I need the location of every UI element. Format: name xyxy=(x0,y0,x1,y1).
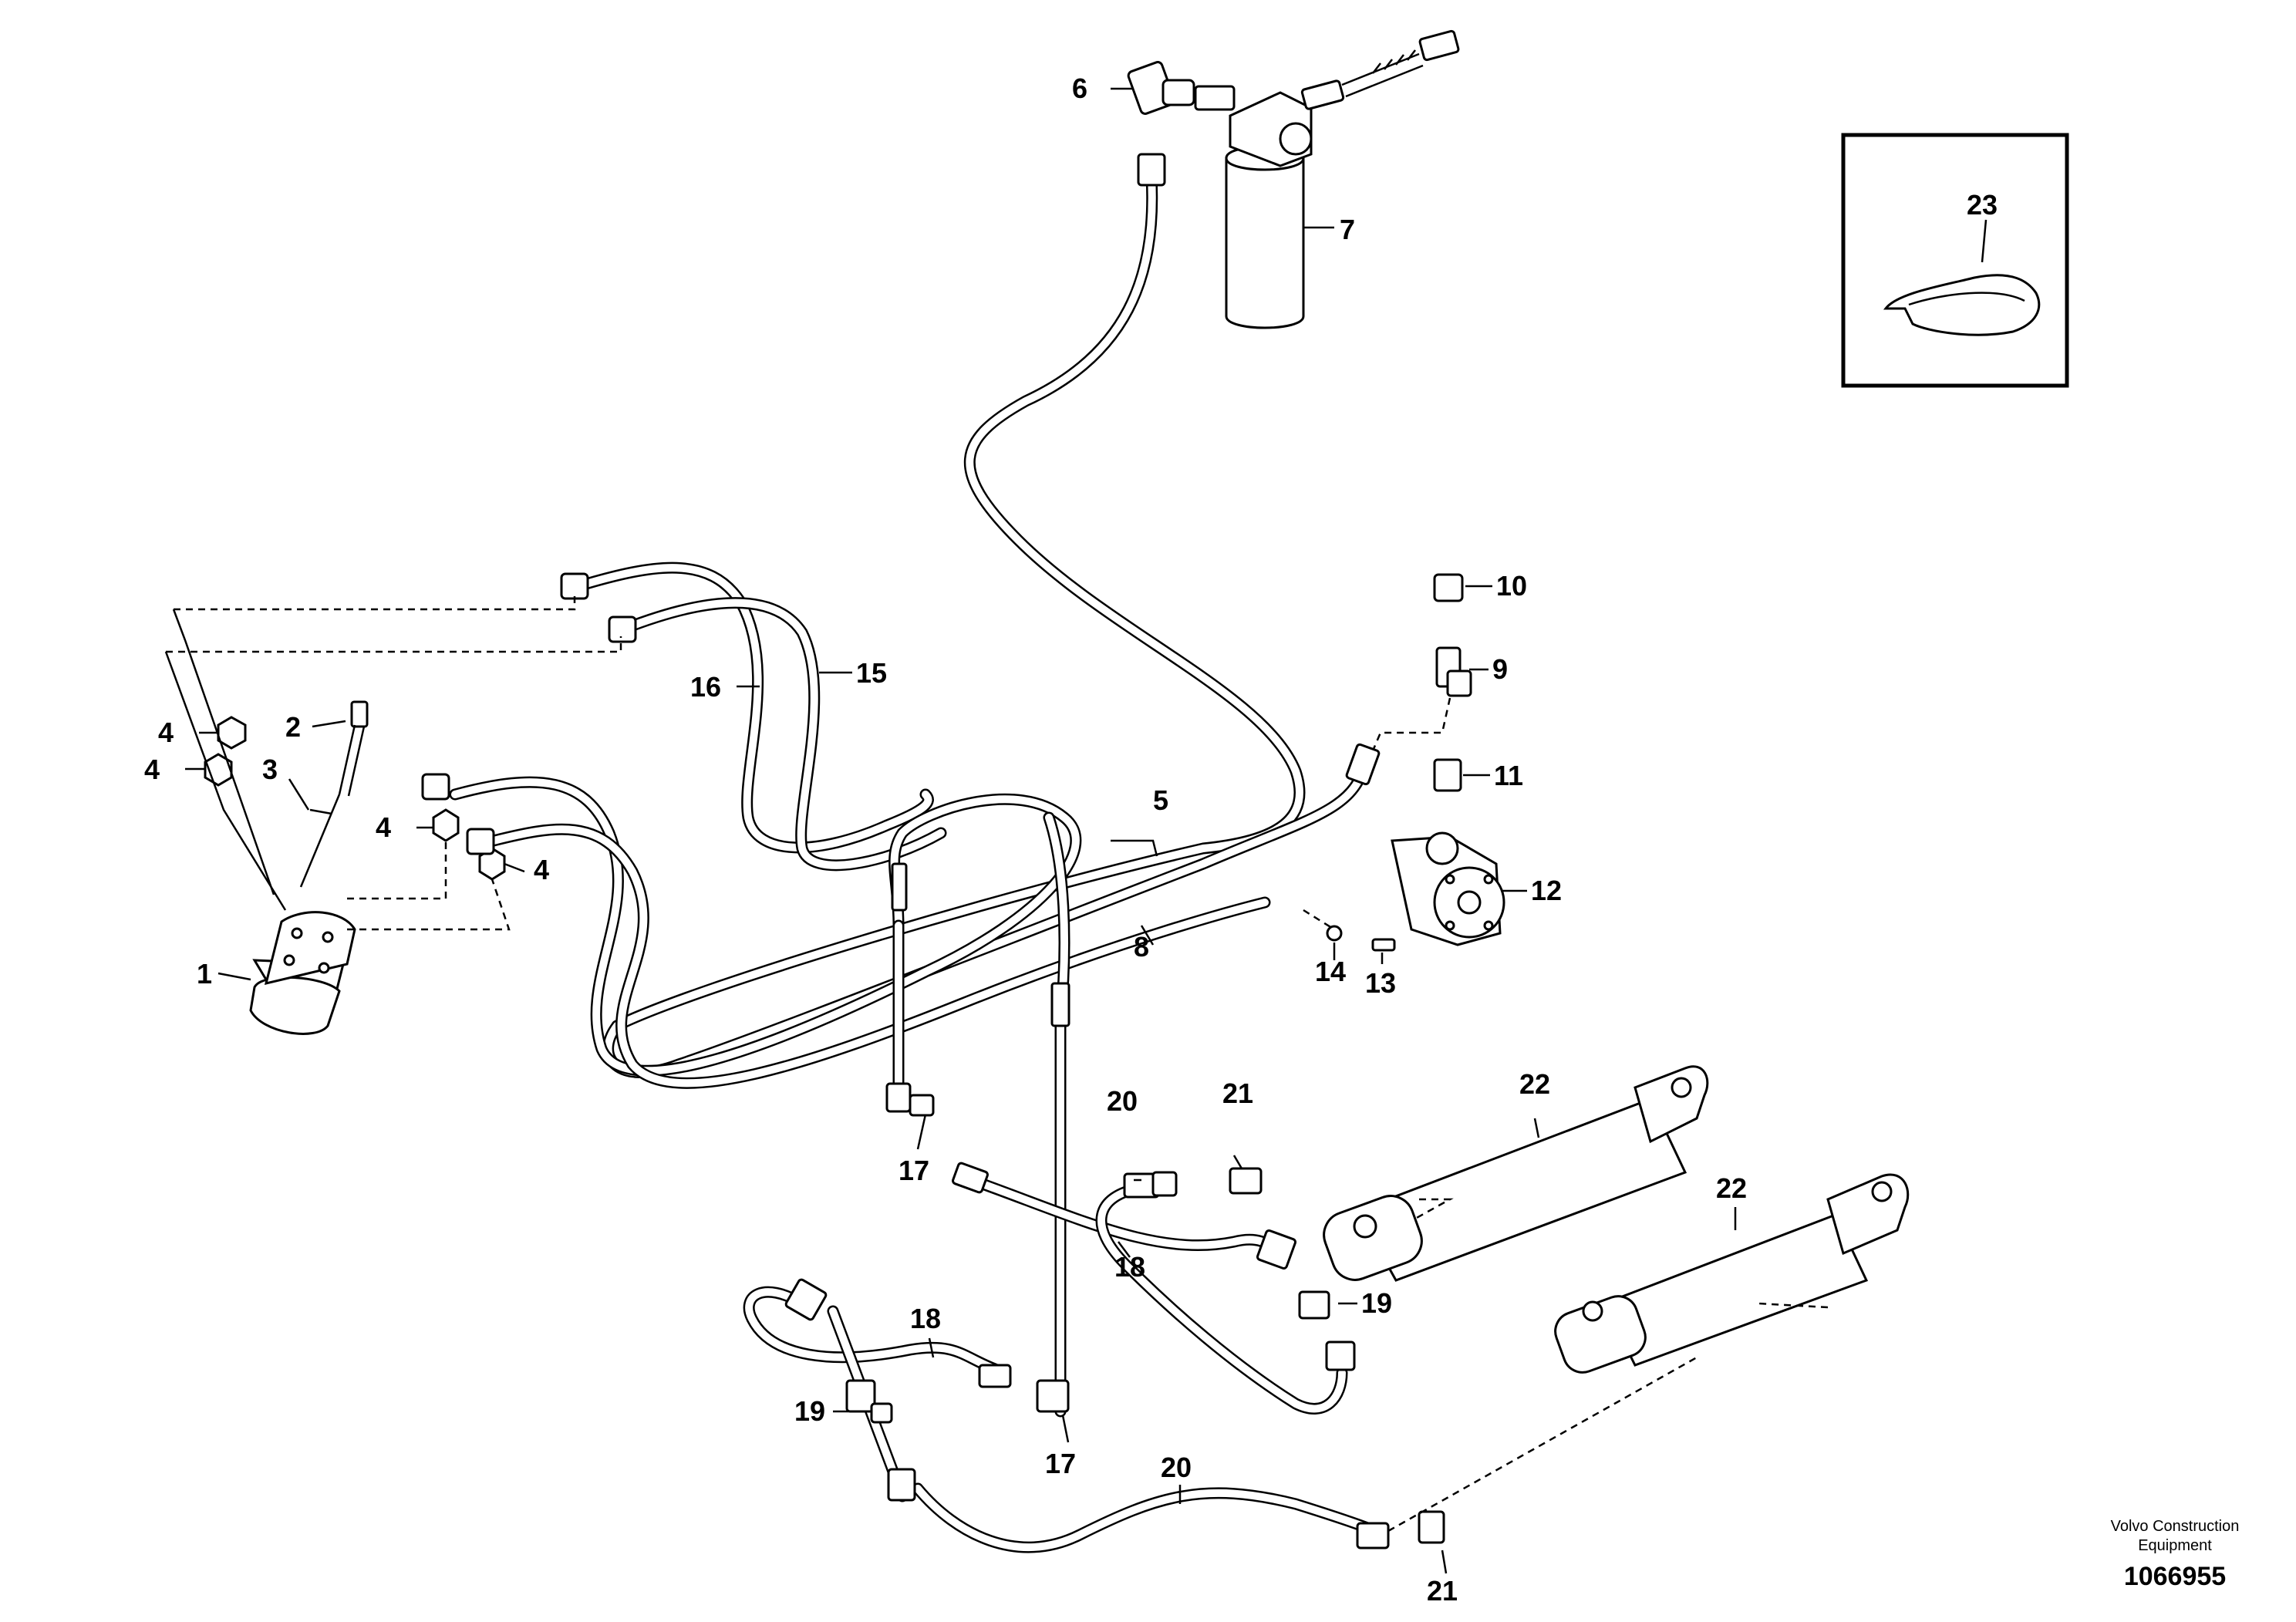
callout-8: 8 xyxy=(1134,931,1149,963)
callout-3: 3 xyxy=(262,754,278,785)
brand-line-1: Volvo Construction xyxy=(2111,1518,2240,1535)
cap-10 xyxy=(1433,573,1464,602)
callout-13: 13 xyxy=(1365,967,1396,999)
callout-21b: 21 xyxy=(1427,1575,1458,1607)
document-number: 1066955 xyxy=(2124,1562,2226,1591)
callout-14: 14 xyxy=(1315,956,1346,987)
hose-8 xyxy=(602,754,1371,1078)
callout-17b: 17 xyxy=(1045,1448,1076,1479)
callout-6: 6 xyxy=(1072,73,1087,104)
callout-17a: 17 xyxy=(899,1155,929,1186)
callout-1: 1 xyxy=(197,958,212,990)
fitting-11 xyxy=(1433,758,1462,792)
callout-4c: 4 xyxy=(376,811,391,843)
callout-12: 12 xyxy=(1531,875,1562,906)
filter-7 xyxy=(1194,29,1460,329)
hose-end-fittings xyxy=(421,572,637,855)
callout-4a: 4 xyxy=(158,717,174,748)
callout-7: 7 xyxy=(1340,214,1355,245)
callout-20b: 20 xyxy=(1161,1452,1192,1483)
callout-19b: 19 xyxy=(794,1395,825,1427)
footer: Volvo Construction Equipment 1066955 xyxy=(2111,1518,2240,1591)
callout-4b: 4 xyxy=(144,754,160,785)
brand-line-2: Equipment xyxy=(2138,1537,2212,1554)
nut-4a xyxy=(217,716,247,750)
cylinder-22-lower xyxy=(1554,1173,1910,1374)
pump-12 xyxy=(1391,831,1505,946)
hose-end-right xyxy=(1345,743,1381,786)
callout-11: 11 xyxy=(1494,760,1523,791)
valve-1 xyxy=(249,911,356,1035)
callout-19a: 19 xyxy=(1361,1287,1392,1319)
callout-15: 15 xyxy=(856,657,887,689)
bolt-13 xyxy=(1371,938,1396,952)
parts xyxy=(204,29,2069,1549)
callouts: 1 2 3 4 4 4 4 5 6 7 8 9 10 11 12 13 14 1… xyxy=(144,73,1998,1607)
leader-lines xyxy=(164,87,1988,1574)
callout-2: 2 xyxy=(285,711,301,743)
callout-16: 16 xyxy=(690,671,721,703)
cylinder-22-upper xyxy=(1323,1065,1709,1282)
callout-20a: 20 xyxy=(1107,1085,1138,1117)
callout-22b: 22 xyxy=(1716,1172,1747,1204)
callout-23: 23 xyxy=(1967,189,1998,221)
nut-4c xyxy=(432,808,460,842)
callout-9: 9 xyxy=(1492,653,1508,685)
bolt-2 xyxy=(338,700,369,797)
callout-10: 10 xyxy=(1496,570,1527,602)
callout-18a: 18 xyxy=(1114,1251,1145,1283)
fitting-6 xyxy=(1127,61,1195,187)
callout-18b: 18 xyxy=(910,1303,941,1334)
hoses xyxy=(449,171,1387,1553)
callout-4d: 4 xyxy=(534,854,549,885)
washer-3 xyxy=(309,808,332,815)
callout-5: 5 xyxy=(1153,784,1168,816)
callout-22a: 22 xyxy=(1519,1068,1550,1100)
dashed-connectors xyxy=(166,594,1829,1533)
cable-tie-23 xyxy=(1883,274,2041,336)
tee-9 xyxy=(1435,646,1472,697)
washer-14 xyxy=(1326,925,1343,942)
inset-box-23 xyxy=(1841,133,2069,388)
callout-21a: 21 xyxy=(1222,1077,1253,1109)
inline-fittings xyxy=(784,862,1445,1549)
